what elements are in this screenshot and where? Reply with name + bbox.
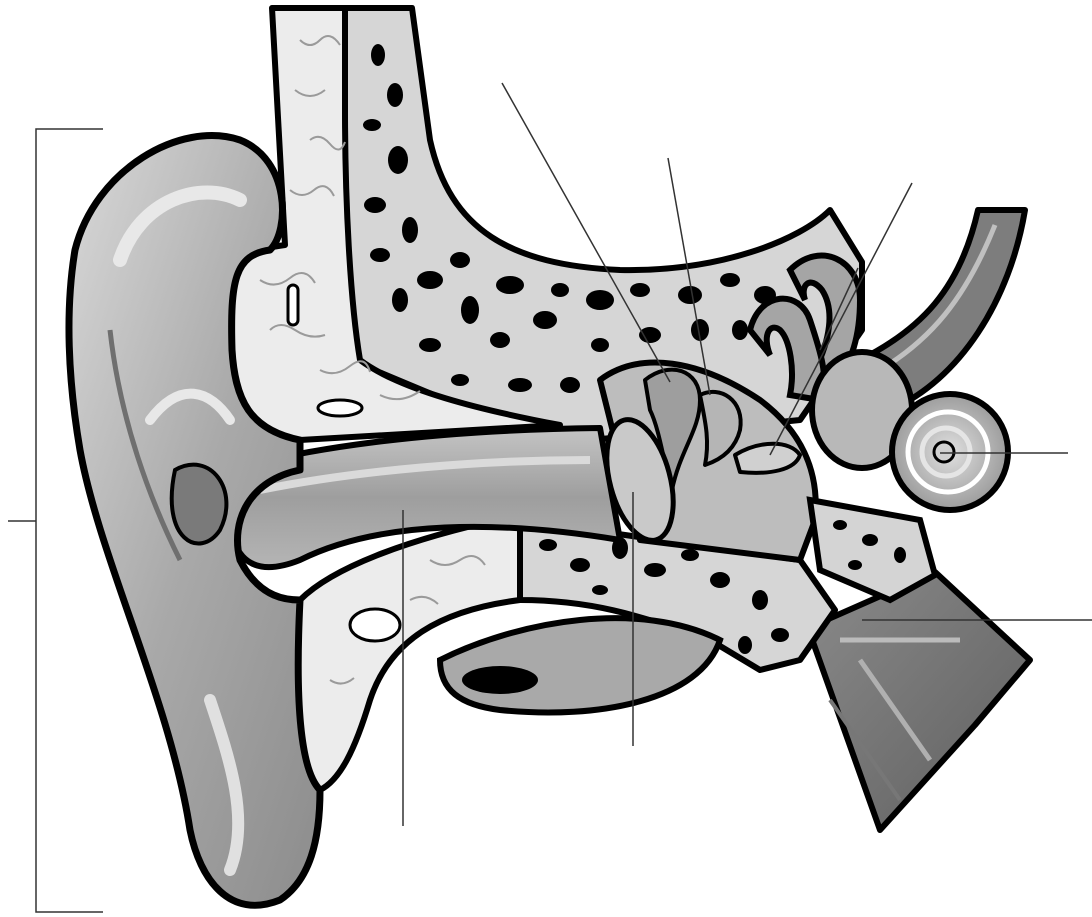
cochlear-bone (810, 500, 935, 600)
tissue-oval-3 (350, 609, 400, 641)
tissue-oval-1 (288, 285, 298, 325)
auditory-nerve (808, 572, 1030, 830)
lower-tissue-lobe (440, 618, 720, 712)
tissue-oval-2 (318, 400, 362, 416)
lower-tissue-hole (462, 666, 538, 694)
cochlea (892, 394, 1008, 510)
